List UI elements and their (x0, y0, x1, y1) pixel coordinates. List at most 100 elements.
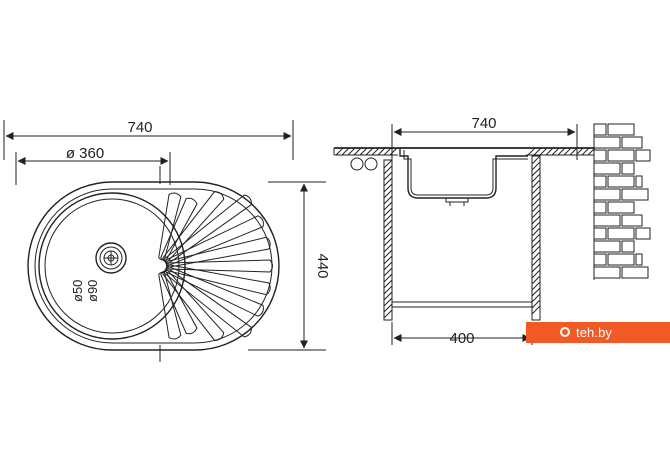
wall-hatch-line (531, 197, 541, 207)
wall-hatch-line (383, 171, 393, 181)
drain-inner-label: ø50 (70, 280, 85, 302)
drainboard-rib (165, 265, 264, 317)
rib-outline (158, 192, 182, 261)
wall-hatch-line (383, 195, 393, 205)
wall-hatch-line (531, 155, 541, 165)
brick (635, 227, 651, 240)
top-view: 740 ø 360 ø50 (3, 119, 331, 362)
wall-hatch-line (383, 303, 393, 313)
wall-hatch-line (383, 309, 393, 319)
wall-hatch-line (383, 159, 393, 169)
drainboard-rib (166, 259, 273, 273)
rib-outline (162, 269, 225, 341)
wall-hatch-line (383, 243, 393, 253)
watermark-badge: teh.by (526, 322, 670, 343)
brick (593, 149, 607, 162)
brick (593, 240, 621, 253)
wall-hatch-line (383, 207, 393, 217)
wall-hatch-line (531, 239, 541, 249)
cabinet-width-label: 400 (449, 330, 474, 347)
wall-hatch-line (531, 293, 541, 303)
brick (621, 136, 643, 149)
rib-outline (160, 197, 198, 261)
rib-outline (162, 191, 225, 263)
wall-hatch-line (383, 279, 393, 289)
drainboard-rib (165, 236, 271, 268)
brick (593, 175, 607, 188)
wall-hatch-line (531, 251, 541, 261)
hatch-line (581, 147, 590, 156)
brick (621, 214, 643, 227)
drainboard-rib (164, 194, 252, 265)
wall-hatch-line (383, 177, 393, 187)
wall-hatch-line (383, 183, 393, 193)
rib-outline (165, 265, 264, 317)
brick (607, 201, 635, 214)
brick (593, 162, 621, 175)
wall-hatch-line (531, 179, 541, 189)
wall-hatch-line (531, 245, 541, 255)
brick (621, 240, 635, 253)
hatch-line (557, 147, 566, 156)
hatch-line (539, 147, 548, 156)
hatch-line (341, 147, 350, 156)
side-view: 740 (333, 115, 651, 347)
wall-hatch-line (383, 267, 393, 277)
brick (593, 201, 607, 214)
hatch-line (365, 147, 374, 156)
wall-hatch-line (531, 191, 541, 201)
brick (621, 266, 649, 279)
hatch-line (335, 147, 344, 156)
drainboard-rib (158, 271, 182, 340)
brick (607, 149, 635, 162)
overall-width-dimension: 740 (3, 119, 294, 160)
wall-hatch-line (383, 219, 393, 229)
bowl-diameter-dimension: ø 360 (15, 145, 171, 185)
rib-outline (160, 271, 198, 335)
brick-wall (593, 123, 651, 280)
wall-hatch-line (383, 189, 393, 199)
brick (607, 227, 635, 240)
brick (607, 253, 635, 266)
brick (593, 136, 621, 149)
rib-outline (158, 271, 182, 340)
faucet-holes (350, 157, 378, 171)
bowl (38, 192, 186, 340)
height-dimension: 440 (248, 181, 331, 351)
wall-hatch-line (531, 221, 541, 231)
brick (593, 123, 607, 136)
brick (621, 188, 649, 201)
wall-hatch-line (531, 167, 541, 177)
hatch-line (353, 147, 362, 156)
wall-hatch-line (531, 269, 541, 279)
wall-hatch-line (531, 185, 541, 195)
wall-hatch-line (383, 249, 393, 259)
bowl-diameter-label: ø 360 (66, 145, 104, 162)
wall-hatch-line (383, 291, 393, 301)
wall-hatch-line (383, 213, 393, 223)
hatch-line (383, 147, 392, 156)
wall-hatch-line (383, 165, 393, 175)
cabinet-left-wall (383, 159, 393, 321)
cabinet-bottom (392, 301, 532, 308)
hatch-line (389, 147, 398, 156)
drainboard-rib (160, 271, 198, 335)
wall-hatch-line (383, 273, 393, 283)
brick (593, 253, 607, 266)
hatch-line (347, 147, 356, 156)
hatch-line (533, 147, 542, 156)
height-label: 440 (314, 253, 331, 278)
wall-hatch-line (531, 275, 541, 285)
brick (635, 253, 643, 266)
side-overall-width-label: 740 (471, 115, 496, 132)
cabinet-right-wall (531, 155, 541, 321)
wall-hatch-line (531, 209, 541, 219)
brick (635, 175, 643, 188)
hatch-line (371, 147, 380, 156)
brick (635, 149, 651, 162)
drain-outer-label: ø90 (85, 280, 100, 302)
drainboard-rib (165, 264, 271, 296)
countertop (333, 147, 596, 156)
brick (593, 214, 621, 227)
wall-hatch-line (531, 161, 541, 171)
